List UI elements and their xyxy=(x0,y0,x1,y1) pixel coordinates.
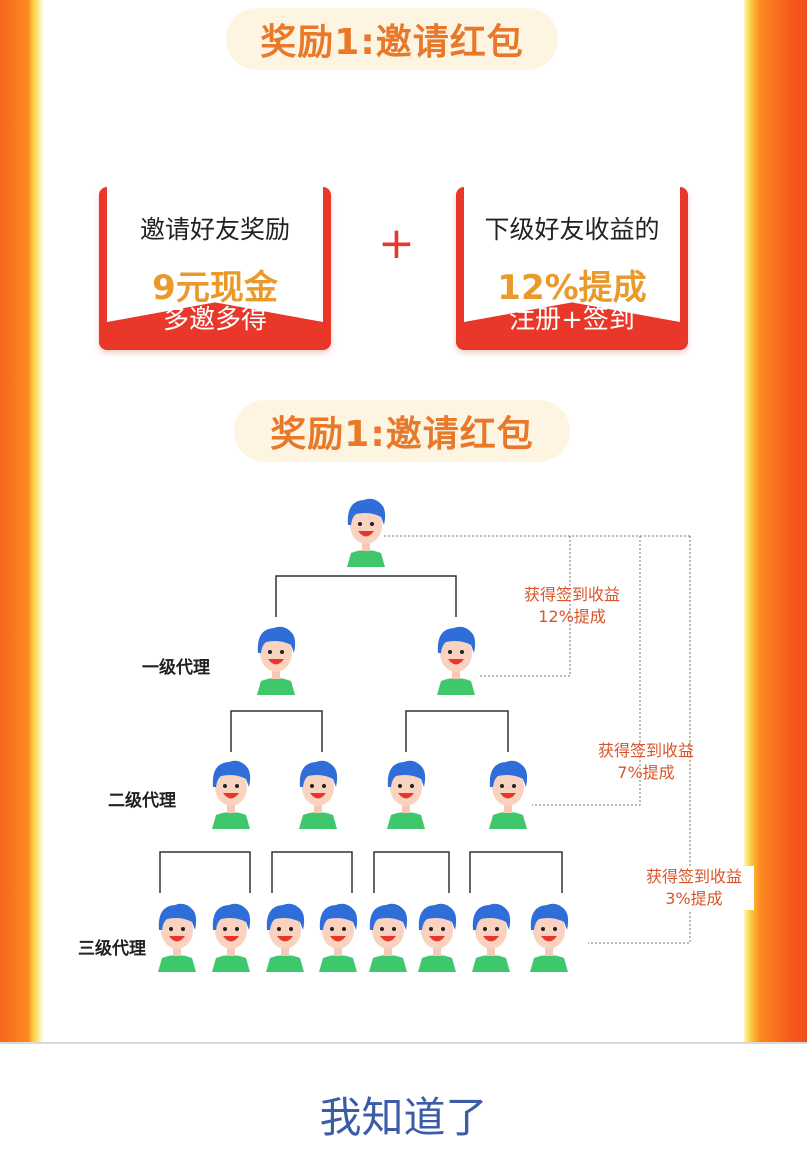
confirm-button[interactable]: 我知道了 xyxy=(319,1093,488,1142)
plus-sign: + xyxy=(378,218,415,269)
reward-title-top: 奖励1:邀请红包 xyxy=(226,8,558,70)
level2-label: 二级代理 xyxy=(108,791,176,811)
card-right-caption: 下级好友收益的 xyxy=(484,215,660,244)
level2-person-icon xyxy=(489,760,528,829)
root-person-icon xyxy=(347,498,386,567)
card-left-caption: 邀请好友奖励 xyxy=(139,215,290,244)
level1-person-icon xyxy=(257,626,296,695)
card-right-footer: 注册+签到 xyxy=(509,305,635,335)
dialog-action-bar: 我知道了 xyxy=(0,1042,807,1150)
referral-tree-diagram xyxy=(158,498,691,972)
level1-commission-note: 获得签到收益 12%提成 xyxy=(523,585,620,626)
commission-card: 下级好友收益的 12%提成 注册+签到 xyxy=(456,182,688,350)
level3-person-icon xyxy=(212,903,251,972)
level3-person-icon xyxy=(266,903,305,972)
level3-person-icon xyxy=(319,903,358,972)
card-left-footer: 多邀多得 xyxy=(162,305,267,335)
level2-commission-note: 获得签到收益 7%提成 xyxy=(597,741,694,782)
invite-reward-card: 邀请好友奖励 9元现金 多邀多得 xyxy=(99,182,331,350)
level3-person-icon xyxy=(369,903,408,972)
level2-person-icon xyxy=(212,760,251,829)
level3-person-icon xyxy=(158,903,197,972)
level1-label: 一级代理 xyxy=(142,658,210,678)
level3-person-icon xyxy=(418,903,457,972)
level3-person-icon xyxy=(530,903,569,972)
level2-person-icon xyxy=(299,760,338,829)
level3-label: 三级代理 xyxy=(78,939,146,959)
level2-person-icon xyxy=(387,760,426,829)
promo-poster: 奖励1:邀请红包 邀请好友奖励 9元现金 多邀多得 + 下级好友收益的 12%提… xyxy=(0,0,807,1042)
level3-person-icon xyxy=(472,903,511,972)
card-left-amount: 9元现金 xyxy=(152,268,278,308)
level1-person-icon xyxy=(437,626,476,695)
card-right-amount: 12%提成 xyxy=(497,268,647,308)
level3-commission-note: 获得签到收益 3%提成 xyxy=(634,866,754,910)
reward-title-mid: 奖励1:邀请红包 xyxy=(234,400,570,462)
